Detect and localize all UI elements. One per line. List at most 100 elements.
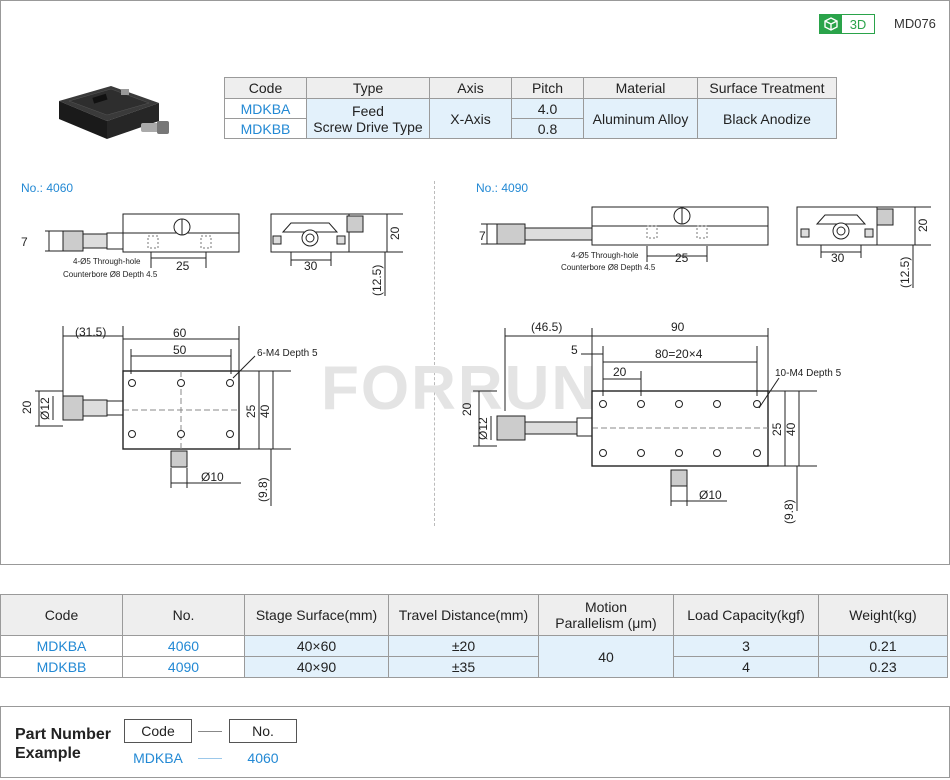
- header-code: Code: [224, 77, 307, 99]
- svg-text:5: 5: [571, 343, 578, 357]
- svg-text:4-Ø5 Through-hole: 4-Ø5 Through-hole: [73, 257, 141, 266]
- type-cell: Feed Screw Drive Type: [306, 98, 430, 139]
- svg-text:(9.8): (9.8): [256, 477, 270, 502]
- code-label-box: Code: [124, 719, 192, 743]
- pitch-cell: 0.8: [511, 118, 584, 139]
- header-surface: Surface Treatment: [697, 77, 837, 99]
- svg-text:(9.8): (9.8): [782, 499, 796, 524]
- header-axis: Axis: [429, 77, 512, 99]
- svg-text:Counterbore Ø8 Depth 4.5: Counterbore Ø8 Depth 4.5: [561, 263, 656, 272]
- header-travel: Travel Distance(mm): [388, 594, 539, 636]
- svg-text:(31.5): (31.5): [75, 325, 106, 339]
- svg-text:Ø10: Ø10: [201, 470, 224, 484]
- svg-text:7: 7: [479, 229, 486, 243]
- stage-cell: 40×60: [244, 635, 389, 657]
- table-row: MDKBA 4060 40×60 ±20 40 3 0.21: [0, 635, 948, 678]
- part-number-title-line2: Example: [15, 745, 81, 762]
- svg-text:20: 20: [460, 402, 474, 416]
- parallelism-cell: 40: [538, 635, 674, 678]
- header-parallelism-line2: Parallelism (μm): [555, 615, 657, 631]
- type-line1: Feed: [352, 102, 384, 119]
- svg-text:(12.5): (12.5): [370, 265, 384, 296]
- code-cell[interactable]: MDKBB: [0, 656, 123, 678]
- svg-text:30: 30: [831, 251, 845, 265]
- header-type: Type: [306, 77, 430, 99]
- header-code: Code: [0, 594, 123, 636]
- load-cell: 4: [673, 656, 819, 678]
- svg-text:4-Ø5 Through-hole: 4-Ø5 Through-hole: [571, 251, 639, 260]
- axis-cell: X-Axis: [429, 98, 512, 139]
- load-cell: 3: [673, 635, 819, 657]
- type-line2: Screw Drive Type: [313, 118, 423, 135]
- drawing-4060: 7 4-Ø5 Through-hole Counterbore Ø8 Depth…: [20, 213, 403, 506]
- svg-text:20: 20: [20, 400, 34, 414]
- svg-text:6-M4 Depth 5: 6-M4 Depth 5: [257, 348, 318, 359]
- svg-text:(46.5): (46.5): [531, 320, 562, 334]
- svg-text:30: 30: [304, 259, 318, 273]
- product-image: [59, 86, 169, 139]
- svg-text:25: 25: [770, 422, 784, 436]
- weight-cell: 0.23: [818, 656, 948, 678]
- travel-cell: ±35: [388, 656, 539, 678]
- travel-cell: ±20: [388, 635, 539, 657]
- svg-text:80=20×4: 80=20×4: [655, 347, 703, 361]
- drawing-panel: 3D MD076 Code Type Axis Pitch Material S…: [0, 0, 950, 565]
- header-stage: Stage Surface(mm): [244, 594, 389, 636]
- svg-text:Counterbore Ø8 Depth 4.5: Counterbore Ø8 Depth 4.5: [63, 270, 158, 279]
- part-number-title: Part Number Example: [15, 725, 125, 763]
- pitch-cell: 4.0: [511, 98, 584, 119]
- drawing-label-4060: No.: 4060: [21, 181, 74, 195]
- header-no: No.: [122, 594, 245, 636]
- svg-text:60: 60: [173, 326, 187, 340]
- header-parallelism: Motion Parallelism (μm): [538, 594, 674, 636]
- svg-text:50: 50: [173, 343, 187, 357]
- spec-table: Code Type Axis Pitch Material Surface Tr…: [224, 77, 837, 139]
- drawing-divider: [434, 181, 435, 526]
- code-cell[interactable]: MDKBA: [0, 635, 123, 657]
- svg-text:7: 7: [21, 235, 28, 249]
- header-material: Material: [583, 77, 698, 99]
- svg-text:25: 25: [675, 251, 689, 265]
- performance-table: Code No. Stage Surface(mm) Travel Distan…: [0, 594, 948, 678]
- table-row: MDKBB 4090 40×90 ±35 4 0.23: [0, 656, 948, 678]
- part-number-example: Part Number Example Code No. MDKBA 4060: [0, 706, 950, 778]
- part-number-title-line1: Part Number: [15, 726, 112, 743]
- header-pitch: Pitch: [511, 77, 584, 99]
- svg-text:25: 25: [244, 404, 258, 418]
- svg-text:Ø12: Ø12: [38, 397, 52, 420]
- no-cell[interactable]: 4060: [122, 635, 245, 657]
- header-parallelism-line1: Motion: [584, 599, 628, 615]
- svg-text:Ø12: Ø12: [476, 417, 490, 440]
- svg-text:40: 40: [784, 422, 798, 436]
- svg-text:90: 90: [671, 320, 685, 334]
- code-value: MDKBA: [133, 750, 183, 766]
- model-code: MD076: [894, 16, 936, 31]
- no-value: 4060: [247, 750, 279, 766]
- 3d-model-button[interactable]: 3D: [819, 14, 875, 34]
- no-cell[interactable]: 4090: [122, 656, 245, 678]
- svg-text:25: 25: [176, 259, 190, 273]
- surface-cell: Black Anodize: [697, 98, 837, 139]
- svg-text:20: 20: [613, 365, 627, 379]
- svg-text:20: 20: [388, 226, 402, 240]
- separator-dash: [198, 758, 222, 759]
- drawing-4090: 7 4-Ø5 Through-hole Counterbore Ø8 Depth…: [460, 206, 931, 524]
- stage-cell: 40×90: [244, 656, 389, 678]
- drawing-label-4090: No.: 4090: [476, 181, 529, 195]
- cube-icon: [820, 15, 842, 33]
- material-cell: Aluminum Alloy: [583, 98, 698, 139]
- no-label-box: No.: [229, 719, 297, 743]
- weight-cell: 0.21: [818, 635, 948, 657]
- svg-text:40: 40: [258, 404, 272, 418]
- code-cell[interactable]: MDKBB: [224, 118, 307, 139]
- separator-dash: [198, 731, 222, 732]
- code-cell[interactable]: MDKBA: [224, 98, 307, 119]
- header-load: Load Capacity(kgf): [673, 594, 819, 636]
- watermark-logo: FORRUN: [321, 354, 598, 421]
- svg-text:(12.5): (12.5): [898, 257, 912, 288]
- 3d-label: 3D: [849, 16, 867, 32]
- header-weight: Weight(kg): [818, 594, 948, 636]
- svg-text:20: 20: [916, 218, 930, 232]
- svg-text:10-M4 Depth 5: 10-M4 Depth 5: [775, 368, 842, 379]
- svg-text:FORRUN: FORRUN: [321, 354, 598, 421]
